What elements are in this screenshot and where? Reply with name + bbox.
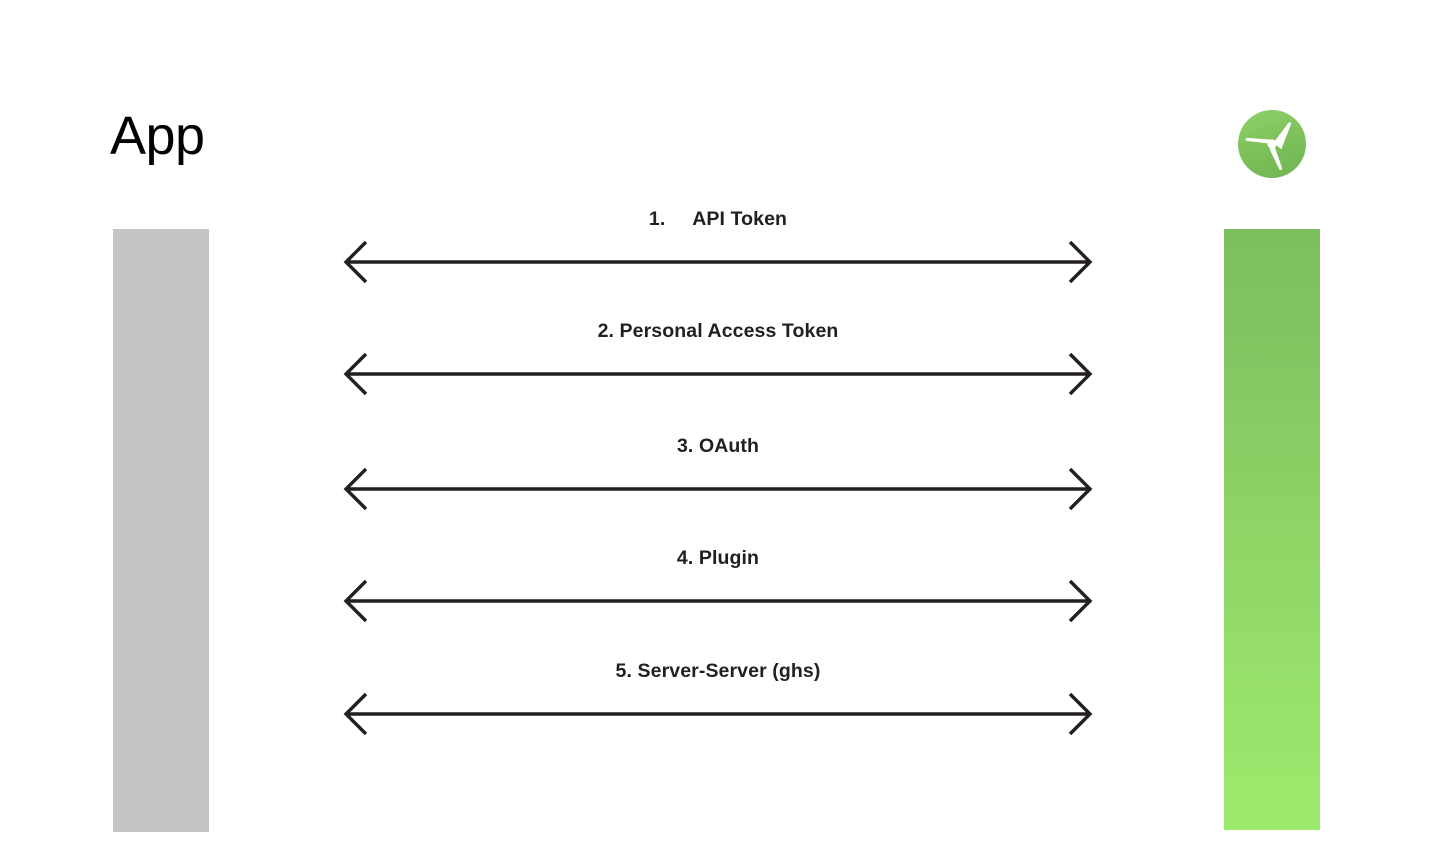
message-row-4: 4. Plugin xyxy=(340,547,1096,635)
bidirectional-arrow-icon-4 xyxy=(340,573,1096,629)
lifeline-service xyxy=(1224,229,1320,830)
message-row-1: 1. API Token xyxy=(340,208,1096,296)
page-title: App xyxy=(110,106,205,166)
message-label-3: 3. OAuth xyxy=(676,435,760,457)
message-row-2: 2. Personal Access Token xyxy=(340,320,1096,408)
propeller-logo-icon xyxy=(1237,109,1307,179)
lifeline-app xyxy=(113,229,209,832)
bidirectional-arrow-icon-5 xyxy=(340,686,1096,742)
message-label-5: 5. Server-Server (ghs) xyxy=(615,660,821,682)
bidirectional-arrow-icon-2 xyxy=(340,346,1096,402)
message-label-4: 4. Plugin xyxy=(676,547,760,569)
message-label-2: 2. Personal Access Token xyxy=(597,320,839,342)
message-row-5: 5. Server-Server (ghs) xyxy=(340,660,1096,748)
bidirectional-arrow-icon-3 xyxy=(340,461,1096,517)
bidirectional-arrow-icon-1 xyxy=(340,234,1096,290)
message-row-3: 3. OAuth xyxy=(340,435,1096,523)
message-label-1: 1. API Token xyxy=(648,208,788,230)
